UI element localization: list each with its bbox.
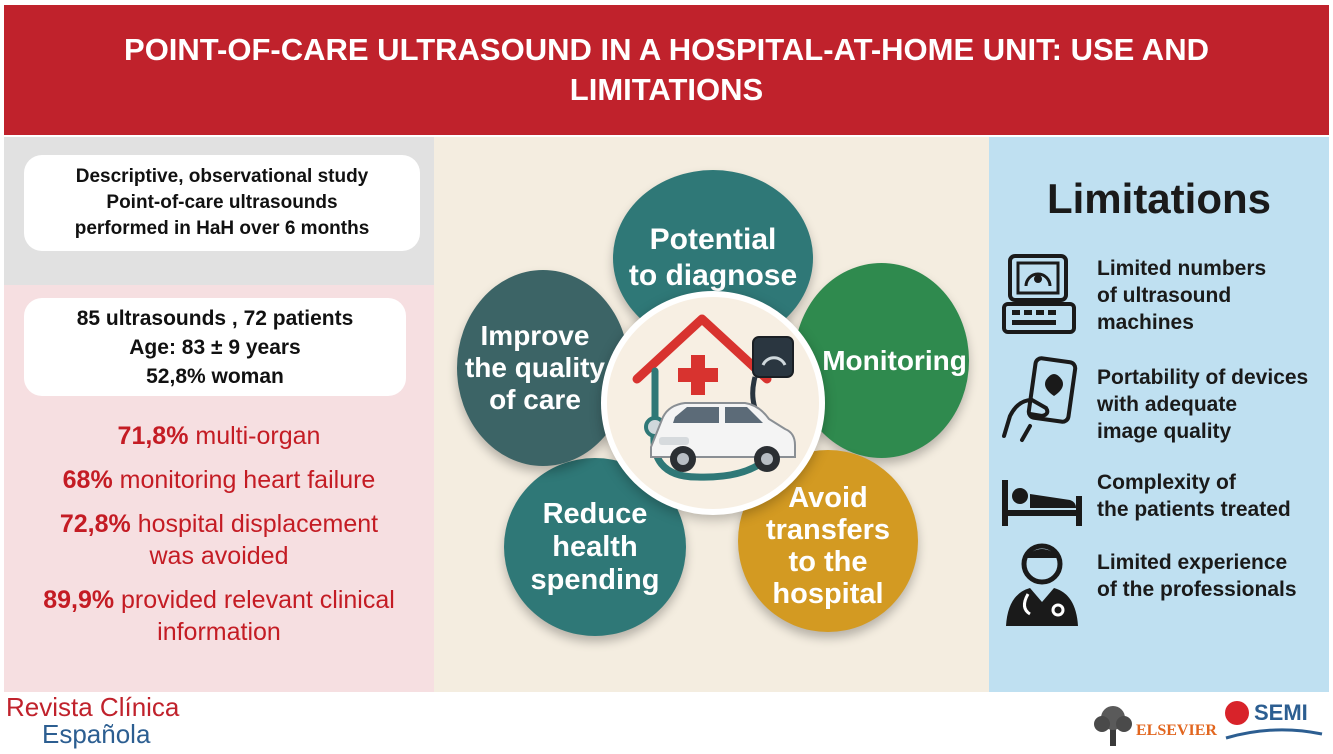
publisher-name: ELSEVIER — [1136, 722, 1217, 739]
stat-text: monitoring heart failure — [119, 466, 376, 494]
petal-line: health — [552, 530, 638, 563]
red-dot-icon — [1225, 701, 1249, 725]
stat-clinical-information: 89,9% provided relevant clinical informa… — [4, 584, 434, 648]
patients-line: 85 ultrasounds , 72 patients — [76, 306, 354, 330]
limitation-line: Limited numbers — [1097, 257, 1267, 280]
limitation-line: of the professionals — [1097, 578, 1297, 601]
petal-line: hospital — [772, 578, 884, 610]
tree-icon — [1094, 706, 1132, 746]
patients-line: 52,8% woman — [146, 364, 284, 388]
stat-value: 68% — [62, 466, 113, 494]
infographic-title: POINT-OF-CARE ULTRASOUND IN A HOSPITAL-A… — [4, 5, 1329, 135]
stat-displacement-avoided: 72,8% hospital displacement was avoided — [4, 508, 434, 572]
petal-improve-quality-of-care: Improve the quality of care — [457, 270, 629, 466]
petal-line: Improve — [480, 320, 590, 351]
limitation-line: image quality — [1097, 420, 1232, 443]
petal-line: Reduce — [542, 497, 648, 530]
petal-line: transfers — [765, 514, 891, 546]
petal-line: the quality — [464, 352, 605, 383]
stat-text: hospital displacement — [137, 510, 379, 538]
patients-line: Age: 83 ± 9 years — [129, 335, 301, 359]
patient-bed-icon — [1000, 474, 1084, 535]
stat-text: provided relevant clinical — [121, 586, 395, 614]
petal-line: spending — [530, 563, 660, 596]
limitation-portability: Portability of devices with adequate ima… — [1097, 364, 1329, 445]
stat-value: 72,8% — [59, 510, 131, 538]
stat-text: was avoided — [149, 542, 289, 570]
journal-logo-line1: Revista Clínica — [6, 692, 180, 722]
limitation-line: Complexity of — [1097, 471, 1236, 494]
study-design-line: Point-of-care ultrasounds — [106, 192, 338, 213]
ultrasound-machine-icon — [1000, 252, 1080, 341]
swoosh-icon — [1225, 728, 1323, 740]
patients-card: 85 ultrasounds , 72 patients Age: 83 ± 9… — [24, 298, 406, 396]
handheld-probe-icon — [1000, 356, 1084, 449]
petal-line: Avoid — [788, 482, 868, 514]
stat-multi-organ: 71,8% multi-organ — [4, 420, 434, 452]
petal-monitoring: Monitoring — [794, 263, 969, 458]
home-care-illustration — [601, 291, 825, 515]
stat-value: 89,9% — [43, 586, 115, 614]
limitation-machines: Limited numbers of ultrasound machines — [1097, 255, 1329, 336]
limitation-line: machines — [1097, 311, 1194, 334]
elsevier-logo: ELSEVIER — [1092, 704, 1222, 748]
limitations-title: Limitations — [1046, 175, 1271, 222]
limitation-line: Portability of devices — [1097, 366, 1309, 389]
limitation-line: Limited experience — [1097, 551, 1288, 574]
limitation-patient-complexity: Complexity of the patients treated — [1097, 469, 1329, 523]
doctor-icon — [1000, 542, 1084, 633]
petal-line: Potential — [649, 223, 777, 256]
petal-line: to the — [788, 546, 868, 578]
stat-text: information — [157, 618, 281, 646]
study-design-card: Descriptive, observational study Point-o… — [24, 155, 420, 251]
petal-line: of care — [489, 384, 581, 415]
study-design-line: Descriptive, observational study — [75, 166, 369, 187]
limitation-line: with adequate — [1097, 393, 1238, 416]
semi-logo: SEMI — [1224, 696, 1329, 748]
petal-line: Monitoring — [822, 344, 967, 376]
house-car-stethoscope-icon — [632, 314, 796, 481]
stat-text: multi-organ — [195, 422, 321, 450]
society-name: SEMI — [1254, 700, 1308, 725]
limitation-experience: Limited experience of the professionals — [1097, 549, 1329, 603]
journal-logo-line2: Española — [42, 719, 151, 749]
study-design-line: performed in HaH over 6 months — [74, 218, 370, 239]
stat-value: 71,8% — [117, 422, 189, 450]
stat-heart-failure: 68% monitoring heart failure — [4, 464, 434, 496]
limitation-line: of ultrasound — [1097, 284, 1232, 307]
limitation-line: the patients treated — [1097, 498, 1291, 521]
petal-line: to diagnose — [628, 259, 798, 292]
results-list: 71,8% multi-organ 68% monitoring heart f… — [4, 420, 434, 660]
